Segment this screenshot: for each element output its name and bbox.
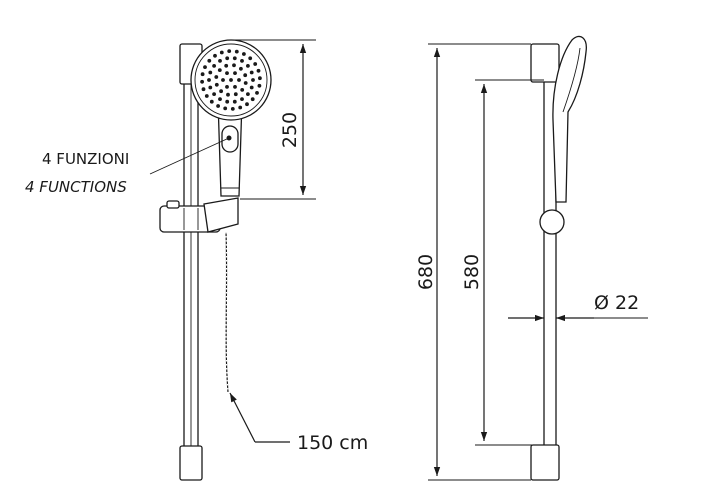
dimension-label-diameter: Ø 22: [594, 292, 639, 314]
nozzle-dot: [251, 78, 255, 82]
side-holder-knob: [539, 209, 565, 235]
hand-shower: [190, 39, 272, 197]
nozzle-dot: [201, 87, 206, 92]
side-top-cap: [530, 43, 560, 83]
front-bottom-cap: [179, 445, 203, 481]
nozzle-dot: [207, 58, 212, 63]
nozzle-dot: [232, 56, 237, 61]
nozzle-dot: [258, 76, 262, 81]
dimension-diameter: Ø 22: [508, 292, 648, 322]
nozzle-dot: [214, 75, 219, 79]
dimension-label-680: 680: [415, 254, 437, 290]
nozzle-dot: [246, 92, 250, 96]
nozzle-dot: [234, 49, 239, 54]
nozzle-dot: [200, 79, 205, 84]
nozzle-dot: [203, 65, 207, 69]
nozzle-dot: [204, 94, 209, 98]
functions-label-en: 4 FUNCTIONS: [25, 178, 127, 196]
nozzle-dot: [240, 88, 245, 92]
nozzle-dot: [240, 97, 244, 101]
nozzle-dot: [208, 70, 213, 75]
nozzle-dot: [219, 50, 224, 55]
nozzle-array: [200, 49, 262, 111]
nozzle-dot: [246, 64, 250, 68]
front-view: 250 4 FUNZIONI 4 FUNCTIONS 150 cm: [25, 39, 368, 481]
nozzle-dot: [200, 72, 205, 77]
nozzle-dot: [233, 92, 238, 97]
nozzle-dot: [212, 92, 217, 96]
nozzle-dot: [225, 56, 230, 61]
nozzle-dot: [212, 64, 217, 68]
dimension-580: 580: [461, 79, 544, 446]
nozzle-dot: [238, 105, 243, 110]
nozzle-dot: [225, 85, 229, 89]
nozzle-dot: [214, 82, 219, 87]
nozzle-dot: [213, 53, 217, 58]
nozzle-dot: [221, 78, 225, 82]
shower-hose: [225, 231, 229, 393]
hose-callout: 150 cm: [229, 392, 368, 454]
dimension-680: 680: [415, 43, 531, 481]
nozzle-dot: [208, 85, 213, 90]
nozzle-dot: [250, 97, 255, 102]
nozzle-dot: [245, 102, 249, 107]
dimension-label-250: 250: [279, 112, 301, 148]
nozzle-dot: [218, 97, 222, 101]
nozzle-dot: [248, 56, 253, 61]
nozzle-dot: [257, 83, 262, 88]
nozzle-dot: [224, 63, 229, 68]
nozzle-dot: [242, 52, 246, 56]
nozzle-dot: [227, 49, 232, 53]
nozzle-dot: [243, 81, 248, 85]
nozzle-dot: [225, 71, 229, 75]
nozzle-dot: [207, 78, 211, 82]
nozzle-dot: [237, 78, 241, 82]
nozzle-dot: [249, 85, 254, 90]
nozzle-dot: [223, 106, 228, 111]
nozzle-dot: [232, 99, 237, 104]
nozzle-dot: [249, 70, 254, 75]
nozzle-dot: [225, 99, 230, 104]
nozzle-dot: [218, 59, 222, 63]
side-hand-shower: [552, 35, 587, 203]
nozzle-dot: [209, 99, 214, 104]
nozzle-dot: [240, 59, 244, 63]
dimension-250: 250: [232, 39, 316, 200]
side-bottom-cap: [530, 444, 560, 481]
hose-length-label: 150 cm: [297, 432, 368, 454]
nozzle-dot: [229, 78, 233, 82]
nozzle-dot: [256, 68, 261, 73]
nozzle-dot: [232, 63, 236, 68]
nozzle-dot: [219, 89, 224, 94]
functions-label-it: 4 FUNZIONI: [42, 150, 129, 168]
nozzle-dot: [243, 73, 248, 78]
dimension-label-580: 580: [461, 254, 483, 290]
nozzle-dot: [216, 104, 221, 108]
nozzle-dot: [253, 62, 258, 66]
nozzle-dot: [230, 107, 235, 111]
nozzle-dot: [255, 91, 259, 95]
nozzle-dot: [233, 71, 237, 75]
functions-callout: 4 FUNZIONI 4 FUNCTIONS: [25, 135, 232, 196]
nozzle-dot: [226, 92, 230, 97]
nozzle-dot: [233, 85, 237, 89]
nozzle-dot: [217, 68, 222, 72]
sliding-holder: [159, 197, 239, 233]
side-view: 680 580 Ø 22: [415, 35, 648, 481]
nozzle-dot: [239, 66, 243, 71]
